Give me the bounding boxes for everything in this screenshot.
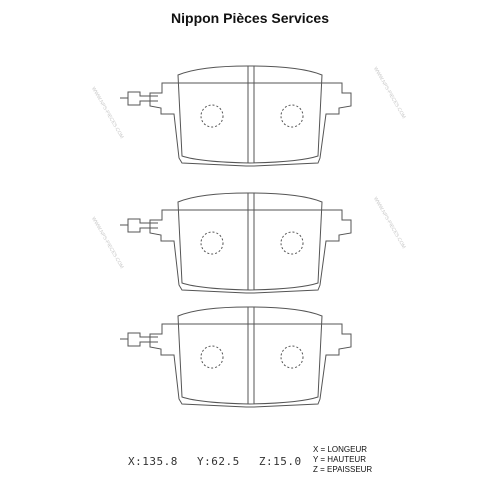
legend-y: Y = HAUTEUR: [313, 455, 366, 464]
page-title: Nippon Pièces Services: [171, 10, 329, 26]
dimension-readout: X:135.8 Y:62.5 Z:15.0: [128, 455, 314, 468]
brake-pad-bottom: [119, 306, 352, 408]
legend-x: X = LONGEUR: [313, 445, 368, 454]
brake-pad-middle: [119, 192, 352, 294]
dimension-z: Z:15.0: [258, 455, 302, 468]
brake-pad-top: [119, 65, 352, 167]
dimension-legend: X = LONGEUR Y = HAUTEUR Z = EPAISSEUR: [313, 445, 372, 475]
dimension-y: Y:62.5: [196, 455, 240, 468]
legend-z: Z = EPAISSEUR: [313, 465, 373, 474]
dimension-x: X:135.8: [128, 455, 178, 468]
